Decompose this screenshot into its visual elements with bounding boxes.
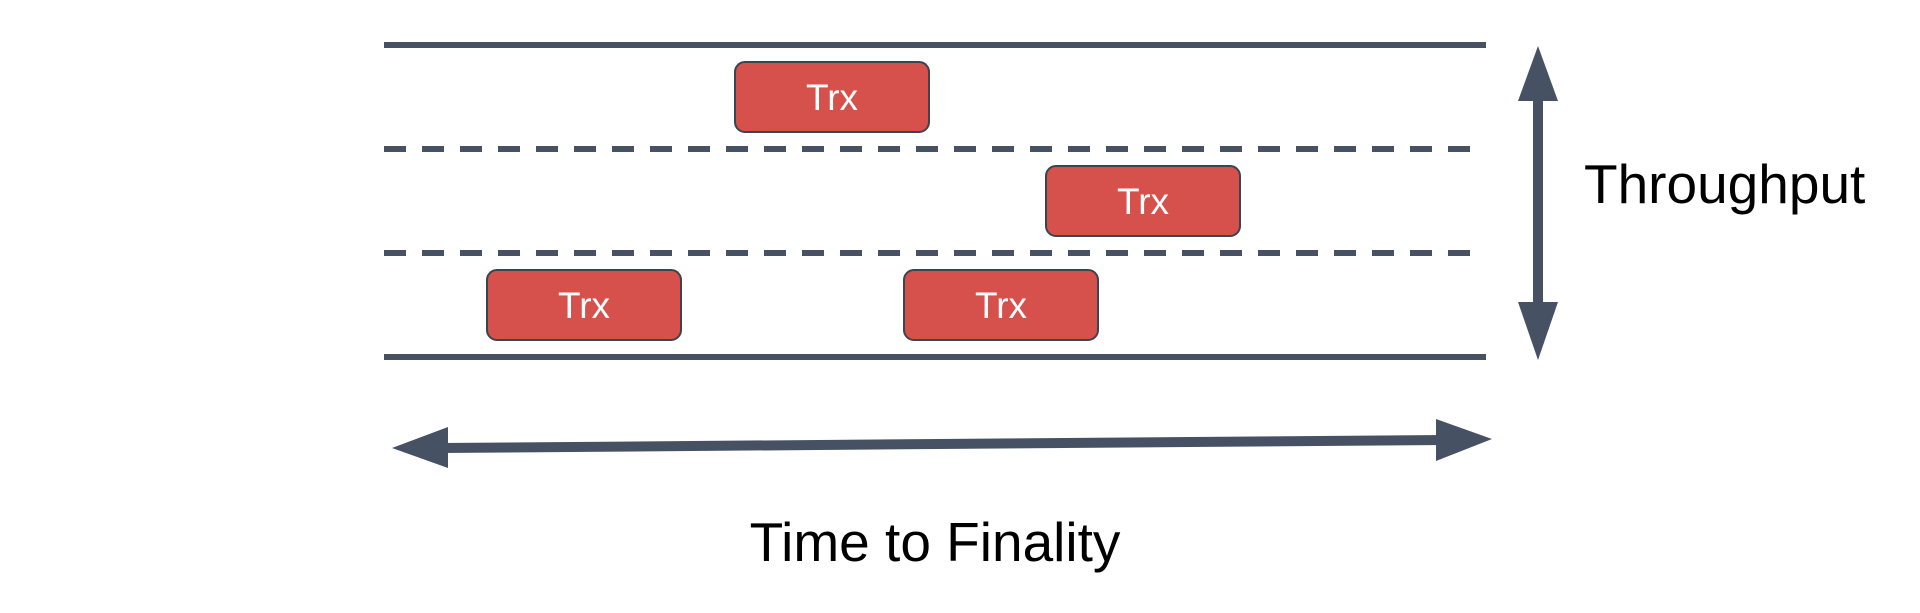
arrow-right-icon [1436,419,1492,461]
transaction-label: Trx [1117,181,1170,222]
transaction-box: Trx [1045,165,1241,237]
arrow-left-icon [392,427,448,468]
transaction-label: Trx [975,285,1028,326]
time-to-finality-label: Time to Finality [750,511,1121,573]
arrow-down-icon [1518,302,1558,360]
transaction-box: Trx [486,269,682,341]
time-to-finality-arrow [392,419,1492,468]
transaction-label: Trx [558,285,611,326]
transaction-box: Trx [734,61,930,133]
throughput-arrow [1518,46,1558,360]
transaction-box: Trx [903,269,1099,341]
transaction-label: Trx [806,77,859,118]
throughput-label: Throughput [1584,153,1865,215]
arrow-up-icon [1518,46,1558,101]
